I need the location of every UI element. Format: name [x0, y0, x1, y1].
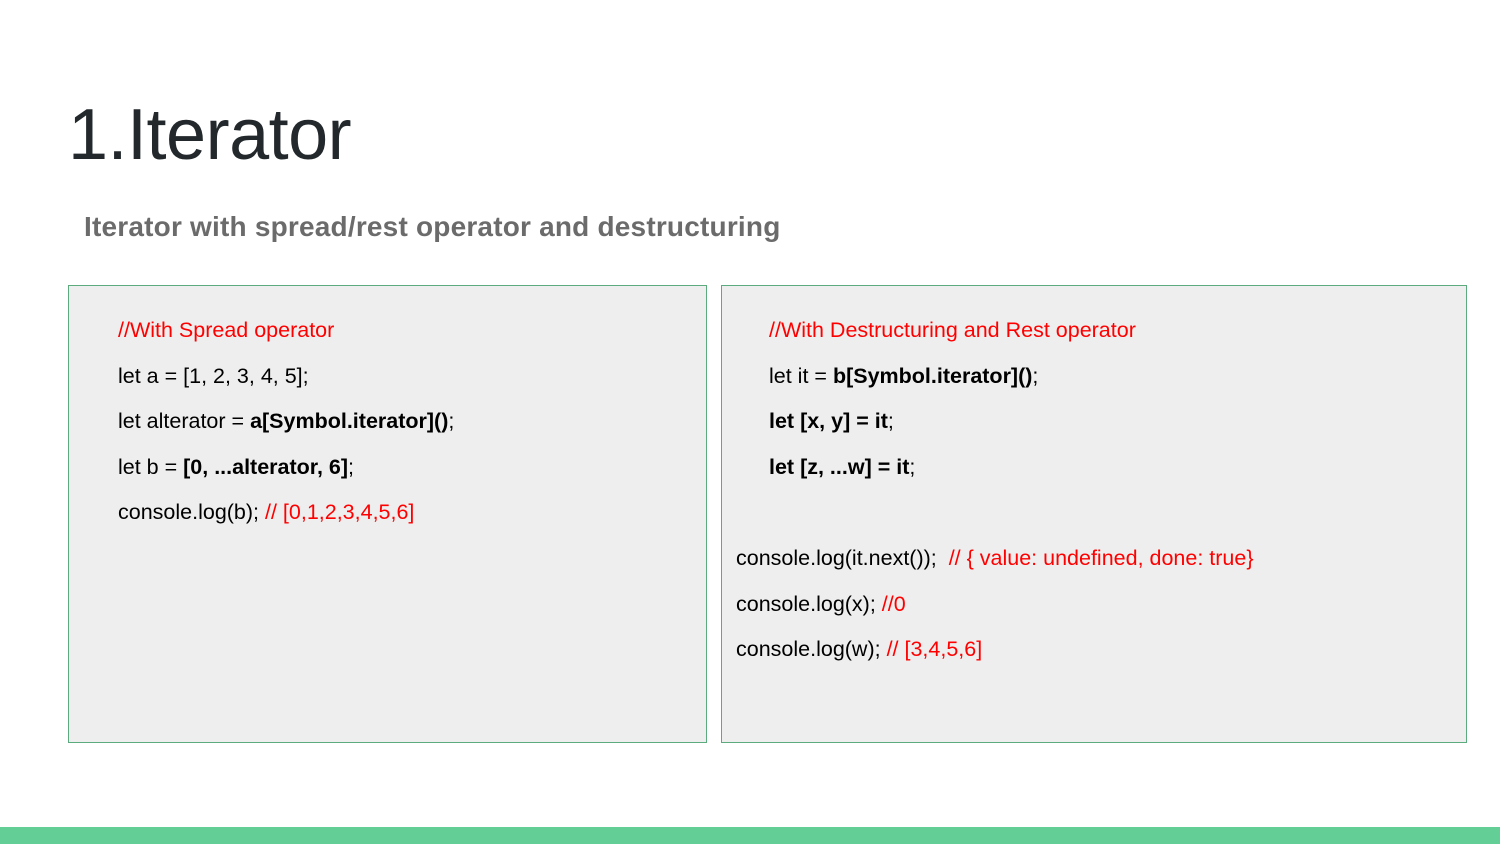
code-line: //With Destructuring and Rest operator [722, 308, 1466, 354]
code-token-comment: // [0,1,2,3,4,5,6] [265, 500, 415, 525]
code-token-plain: let a = [1, 2, 3, 4, 5]; [118, 363, 309, 388]
code-token-comment: // { value: undefined, done: true} [948, 545, 1254, 570]
code-token-plain: ; [1032, 363, 1039, 388]
code-lines-left: //With Spread operator let a = [1, 2, 3, … [69, 308, 706, 536]
code-line: console.log(w); // [3,4,5,6] [722, 627, 1466, 673]
code-token-comment: //With Destructuring and Rest operator [769, 318, 1136, 342]
code-token-plain: ; [348, 454, 355, 479]
code-token-strong: let [x, y] = it [769, 409, 888, 434]
code-token-strong: a[Symbol.iterator]() [250, 409, 449, 434]
code-token-plain: let b = [118, 454, 184, 479]
code-token-plain: console.log(b); [118, 500, 265, 525]
code-line: let alterator = a[Symbol.iterator](); [69, 399, 706, 445]
page-title: 1.Iterator [68, 95, 352, 175]
code-block-destructuring: //With Destructuring and Rest operator le… [721, 285, 1467, 743]
code-token-plain: ; [909, 454, 916, 479]
code-token-comment: //With Spread operator [118, 318, 335, 342]
code-token-strong: [0, ...alterator, 6] [183, 454, 349, 479]
code-line: let a = [1, 2, 3, 4, 5]; [69, 354, 706, 400]
code-token-strong: let [z, ...w] = it [769, 454, 910, 479]
code-token-plain: console.log(w); [736, 637, 887, 662]
code-line: let [z, ...w] = it; [722, 445, 1466, 491]
bottom-accent-bar [0, 827, 1500, 844]
code-line: console.log(it.next()); // { value: unde… [722, 536, 1466, 582]
code-line: let it = b[Symbol.iterator](); [722, 354, 1466, 400]
code-token-comment: //0 [881, 591, 906, 616]
code-line: let [x, y] = it; [722, 399, 1466, 445]
code-token-plain: ; [887, 409, 894, 434]
code-token-strong: b[Symbol.iterator]() [832, 363, 1033, 388]
code-line: //With Spread operator [69, 308, 706, 354]
code-token-comment: // [3,4,5,6] [886, 637, 983, 662]
code-token-plain: let it = [769, 363, 833, 388]
code-line: console.log(b); // [0,1,2,3,4,5,6] [69, 490, 706, 536]
code-line-blank [722, 490, 1466, 536]
code-token-plain: let alterator = [118, 409, 251, 434]
code-token-plain: console.log(it.next()); [736, 545, 949, 570]
code-lines-right: //With Destructuring and Rest operator le… [722, 308, 1466, 673]
code-line: console.log(x); //0 [722, 582, 1466, 628]
code-token-plain: ; [448, 409, 455, 434]
code-line: let b = [0, ...alterator, 6]; [69, 445, 706, 491]
slide-subtitle: Iterator with spread/rest operator and d… [84, 211, 781, 242]
code-token-plain: console.log(x); [736, 591, 882, 616]
code-block-spread: //With Spread operator let a = [1, 2, 3, … [68, 285, 707, 743]
